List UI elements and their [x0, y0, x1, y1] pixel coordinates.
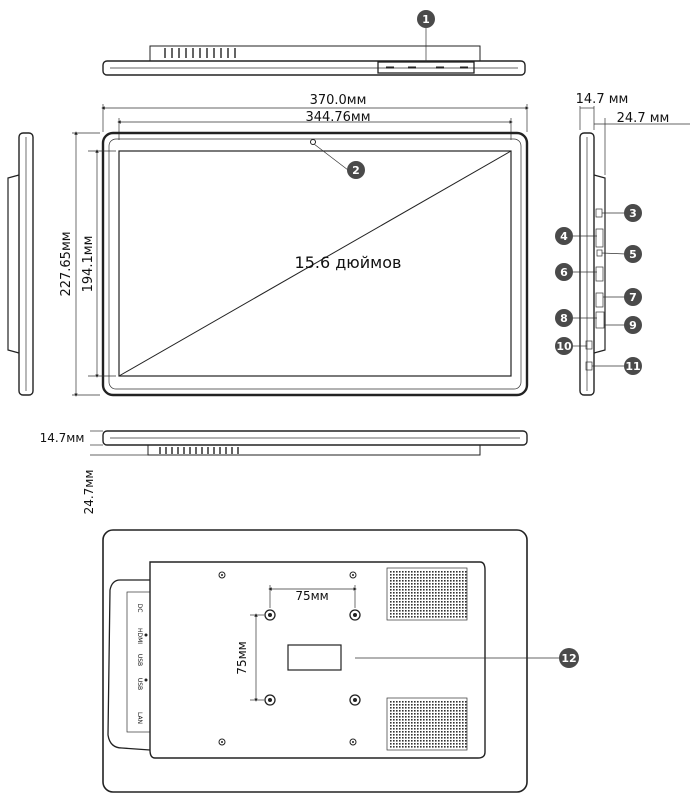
callout-8: 8 — [555, 309, 573, 327]
side-depth-thick-label: 24.7 мм — [617, 111, 670, 126]
screen-height-label: 194.1мм — [81, 236, 96, 293]
top-vent-slots — [164, 48, 236, 58]
svg-text:12: 12 — [561, 652, 576, 665]
screen-width-label: 344.76мм — [305, 110, 370, 125]
svg-text:7: 7 — [629, 291, 637, 304]
vent-dots — [390, 571, 467, 618]
svg-text:1: 1 — [422, 13, 430, 26]
callout-6: 6 — [555, 263, 573, 281]
vesa-vertical-label: 75мм — [235, 641, 249, 674]
svg-text:11: 11 — [625, 360, 640, 373]
mount-screws — [218, 571, 357, 746]
screen-size-label: 15.6 дюймов — [295, 253, 402, 272]
callout-2: 2 — [347, 161, 365, 179]
bottom-vent-slots — [159, 447, 239, 454]
port-label-usb-2: USB — [136, 678, 143, 690]
callout-9: 9 — [624, 316, 642, 334]
port-label-lan: LAN — [136, 712, 143, 724]
callout-10: 10 — [555, 337, 573, 355]
vent-grille-top — [386, 567, 468, 621]
display-area — [118, 150, 512, 377]
svg-text:6: 6 — [560, 266, 568, 279]
svg-text:3: 3 — [629, 207, 637, 220]
overall-height-label: 227.65мм — [59, 231, 74, 296]
front-view: 370.0мм 344.76мм 15.6 дюймов 2 227.65мм … — [59, 93, 529, 397]
svg-text:2: 2 — [352, 164, 360, 177]
port-label-dc: DC — [136, 604, 143, 613]
svg-text:5: 5 — [629, 248, 637, 261]
top-view: 1 — [102, 10, 526, 76]
bottom-view: 14.7мм 24.7мм — [40, 430, 528, 515]
callout-7: 7 — [624, 288, 642, 306]
label-plate — [287, 644, 342, 671]
vent-grille-bottom — [386, 697, 468, 751]
vesa-holes — [264, 609, 361, 706]
svg-text:8: 8 — [560, 312, 568, 325]
depth-thick-label: 24.7мм — [82, 470, 96, 515]
vesa-horizontal-label: 75мм — [295, 589, 328, 603]
left-side-view — [7, 132, 34, 396]
camera-icon — [310, 139, 316, 145]
callout-12: 12 — [559, 648, 579, 668]
callout-1: 1 — [417, 10, 435, 28]
svg-text:10: 10 — [556, 340, 572, 353]
right-side-view: 14.7 мм 24.7 мм 3 — [555, 92, 690, 396]
svg-text:4: 4 — [560, 230, 568, 243]
vent-dots — [390, 701, 467, 748]
port-label-hdmi: HDMI — [136, 628, 143, 644]
overall-width-label: 370.0мм — [310, 93, 367, 108]
callout-5: 5 — [624, 245, 642, 263]
depth-thin-label: 14.7мм — [40, 431, 85, 445]
callout-11: 11 — [624, 357, 642, 375]
svg-text:9: 9 — [629, 319, 637, 332]
port-label-usb-1: USB — [136, 654, 143, 666]
back-view: DC HDMI USB USB LAN 75мм 7 — [102, 529, 579, 793]
callout-4: 4 — [555, 227, 573, 245]
side-depth-thin-label: 14.7 мм — [576, 92, 629, 107]
callout-3: 3 — [624, 204, 642, 222]
